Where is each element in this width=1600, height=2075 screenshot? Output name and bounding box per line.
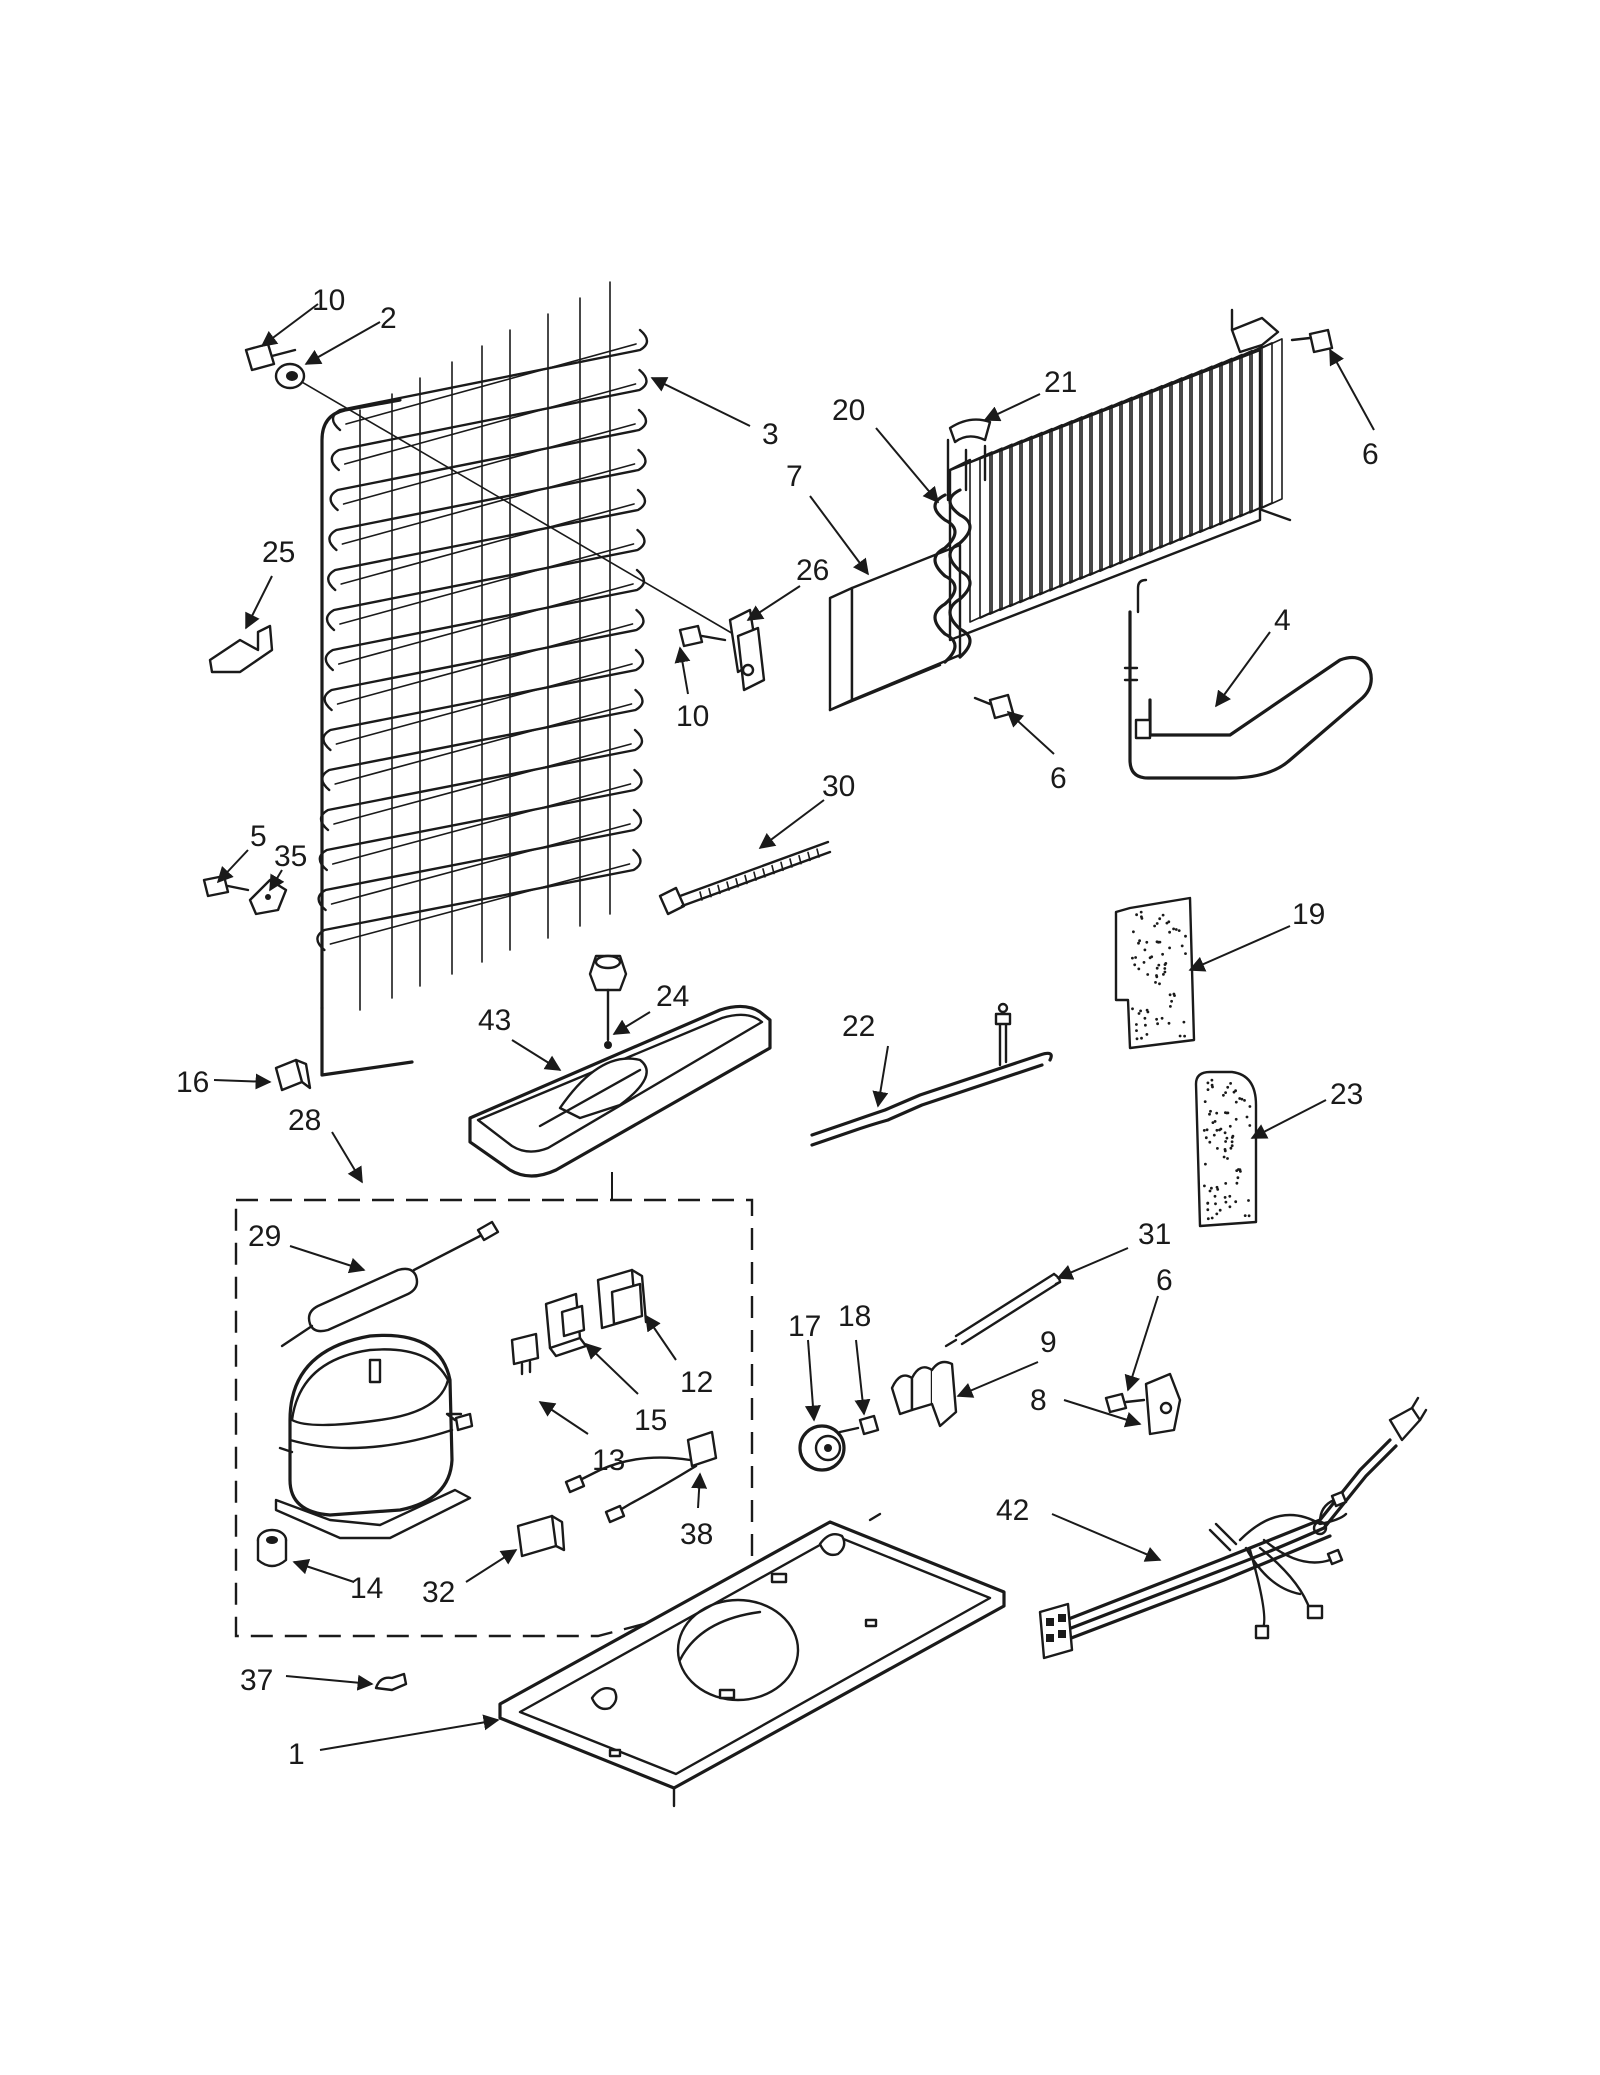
label-15: 15 [634,1404,667,1437]
relay-15 [544,1292,588,1358]
label-1: 1 [288,1738,305,1771]
clip-21 [948,418,992,444]
label-18: 18 [838,1300,871,1333]
bracket-26 [728,608,766,692]
drain-pan-43 [468,1004,772,1178]
compressor [274,1333,474,1540]
clip-8 [1144,1372,1182,1436]
drain-tube-22 [810,1002,1053,1147]
label-5: 5 [250,820,267,853]
label-23: 23 [1330,1078,1363,1111]
label-10-mid: 10 [676,700,709,733]
evaporator [828,308,1292,712]
label-37: 37 [240,1664,273,1697]
clip-35 [248,878,288,916]
label-19: 19 [1292,898,1325,931]
label-14: 14 [350,1572,383,1605]
label-28: 28 [288,1104,321,1137]
label-43: 43 [478,1004,511,1037]
label-22: 22 [842,1010,875,1043]
label-13: 13 [592,1444,625,1477]
label-8: 8 [1030,1384,1047,1417]
cover-12 [596,1268,648,1330]
grommet-14 [256,1528,288,1568]
defrost-heater-4 [1123,578,1373,780]
tube-31 [944,1272,1062,1348]
label-12: 12 [680,1366,713,1399]
screw-10-mid [678,624,727,648]
screw-10-top [244,342,297,372]
bracket-9 [890,1360,958,1428]
label-10-top: 10 [312,284,345,317]
label-6-top: 6 [1362,438,1379,471]
clip-16 [274,1058,312,1092]
label-30: 30 [822,770,855,803]
label-31: 31 [1138,1218,1171,1251]
label-25: 25 [262,536,295,569]
label-29: 29 [248,1220,281,1253]
label-42: 42 [996,1494,1029,1527]
drier-29 [280,1220,500,1348]
harness-42 [1038,1396,1428,1660]
screw-6-bracket [973,693,1015,720]
tie-strap-30 [658,840,832,916]
insulation-23 [1194,1070,1258,1228]
harness-38 [564,1430,718,1524]
screw-18 [838,1414,880,1436]
label-21: 21 [1044,366,1077,399]
label-6-low: 6 [1156,1264,1173,1297]
label-35: 35 [274,840,307,873]
insulation-19 [1114,896,1196,1050]
label-4: 4 [1274,604,1291,637]
part-labels: 10 2 3 21 20 7 6 25 26 10 4 6 30 5 35 19… [176,284,1379,1771]
grommet-2 [274,362,306,390]
base-pan-1 [498,1512,1006,1808]
bracket-25 [208,624,274,674]
screw-6-top [1290,328,1334,354]
label-32: 32 [422,1576,455,1609]
label-26: 26 [796,554,829,587]
screw-6-low [1104,1392,1146,1414]
leader-lines [213,303,1375,1751]
label-9: 9 [1040,1326,1057,1359]
nut-24 [588,954,628,1049]
screw-5 [202,874,250,898]
foot-17 [798,1424,846,1472]
label-7: 7 [786,460,803,493]
label-16: 16 [176,1066,209,1099]
capacitor-32 [516,1514,566,1558]
label-6-bracket: 6 [1050,762,1067,795]
label-38: 38 [680,1518,713,1551]
label-20: 20 [832,394,865,427]
clip-37 [374,1672,408,1692]
label-3: 3 [762,418,779,451]
label-17: 17 [788,1310,821,1343]
label-24: 24 [656,980,689,1013]
condenser-coil [316,281,649,1077]
overload-13 [510,1332,540,1376]
label-2: 2 [380,302,397,335]
